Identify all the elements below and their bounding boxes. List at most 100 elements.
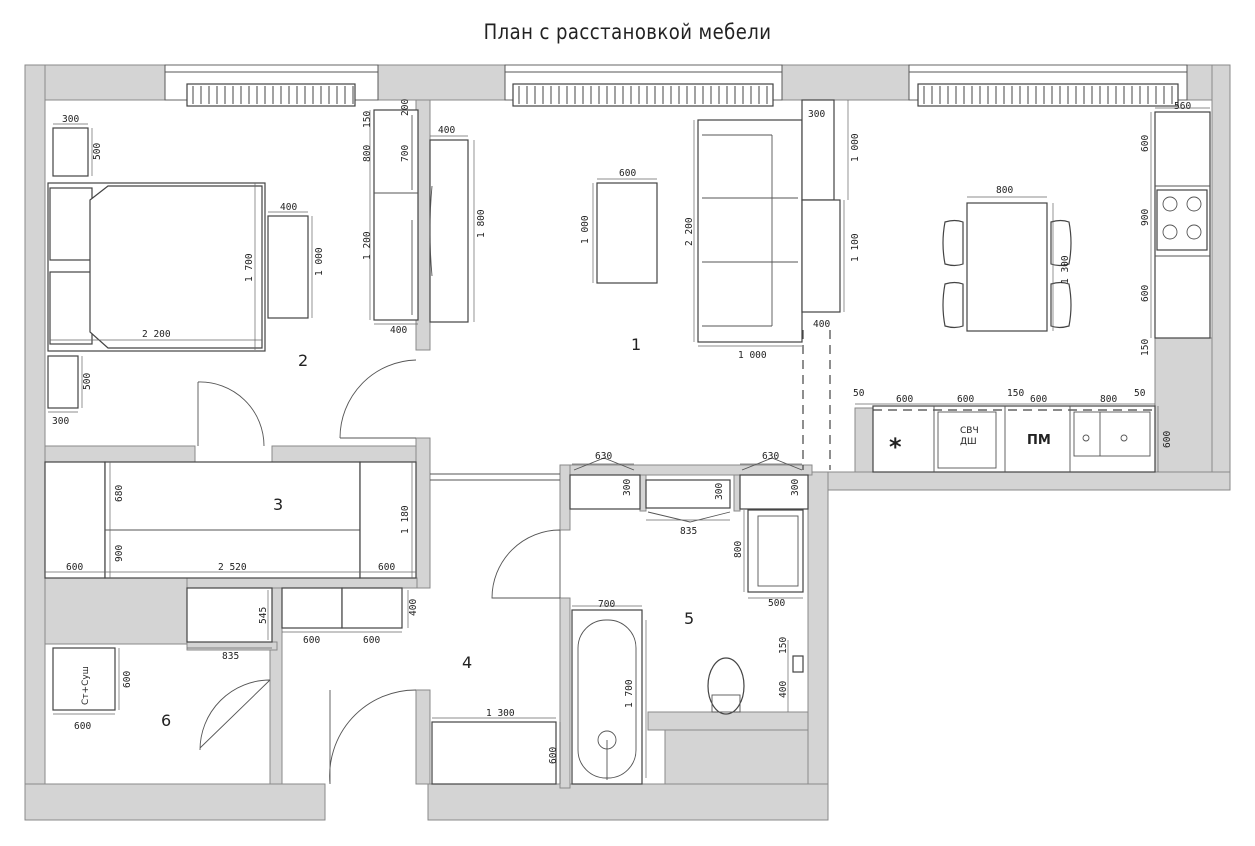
door-laundry[interactable] — [199, 679, 271, 751]
hall-furniture — [186, 587, 557, 785]
cooktop — [1156, 189, 1208, 251]
dim-label: 680 — [114, 485, 125, 502]
dim-label: 700 — [598, 599, 615, 610]
appliance-star: * — [889, 433, 902, 461]
dim-label: 300 — [808, 109, 825, 120]
dim-label: 1 700 — [244, 253, 255, 282]
kitchen-counter — [872, 405, 1156, 473]
dim-label: 300 — [622, 479, 633, 496]
doors[interactable] — [197, 359, 561, 785]
laundry-furniture — [52, 647, 116, 711]
wall-bath-top — [559, 464, 813, 476]
closet-middle — [104, 461, 361, 579]
wall-closet-bottom — [186, 577, 418, 589]
dim-label: 630 — [595, 451, 612, 462]
dim-label: 1 300 — [1060, 255, 1071, 284]
closet-left — [44, 461, 106, 579]
kitchen-furniture — [872, 111, 1211, 473]
door-bedroom-closet[interactable] — [197, 381, 265, 447]
wall-laundry-top — [44, 577, 188, 645]
door-bathroom[interactable] — [491, 529, 561, 599]
living-furniture — [429, 99, 841, 470]
hall-cabinet-b — [281, 587, 343, 629]
dim-label: 600 — [378, 562, 395, 573]
closet-furniture — [44, 461, 560, 579]
dim-label: 150 — [778, 637, 789, 654]
toilet — [707, 657, 745, 715]
dim-label: 600 — [66, 562, 83, 573]
coffee-table — [596, 182, 658, 284]
wall-bed-bottom-b — [271, 445, 429, 463]
room-number-1: 1 — [631, 335, 641, 354]
wall-kitchen-left — [854, 407, 874, 473]
wall-bath-box — [647, 711, 809, 731]
dim-label: 2 200 — [142, 329, 171, 340]
dim-label: 1 180 — [400, 505, 411, 534]
dim-label: 400 — [778, 681, 789, 698]
wall-bath-niche-a — [639, 474, 647, 512]
closet-right — [359, 461, 417, 579]
side-cabinet — [801, 199, 841, 313]
room-number-4: 4 — [462, 653, 472, 672]
dim-label: 800 — [996, 185, 1013, 196]
chair-right-top — [1050, 219, 1072, 267]
wall-bath-shaft — [664, 729, 809, 785]
bedroom-furniture — [47, 109, 419, 409]
dim-label: 50 — [853, 388, 865, 399]
dim-label: 500 — [92, 143, 103, 160]
dim-label: 600 — [303, 635, 320, 646]
dining-table — [966, 202, 1048, 332]
dim-label: 600 — [1030, 394, 1047, 405]
tv — [429, 185, 433, 277]
dim-label: 600 — [896, 394, 913, 405]
room-numbers: 1 2 3 4 5 6 — [161, 335, 694, 730]
niche-middle — [645, 479, 731, 509]
wall-bath-right — [807, 471, 829, 821]
dim-label: 800 — [362, 145, 373, 162]
wall-bottom-right — [427, 783, 829, 821]
chair-left-top — [942, 219, 964, 267]
wall-bed-bottom-a — [44, 445, 196, 463]
wall-hall-bottom — [415, 689, 431, 785]
chair-right-bottom — [1050, 281, 1072, 329]
dim-label: 1 100 — [850, 233, 861, 262]
dim-label: 400 — [813, 319, 830, 330]
door-bedroom[interactable] — [339, 359, 417, 439]
wall-bath-left — [559, 597, 571, 789]
wall-top-right — [781, 64, 910, 101]
bath-box — [792, 655, 804, 673]
walls — [24, 64, 1231, 821]
radiators — [186, 83, 1179, 107]
chair-left-bottom — [942, 281, 964, 329]
dim-label: 600 — [363, 635, 380, 646]
wall-bath-left-top — [559, 464, 571, 531]
dim-label: 600 — [1140, 285, 1151, 302]
wall-laundry-right — [269, 587, 283, 785]
dim-label: 835 — [680, 526, 697, 537]
dim-label: 300 — [790, 479, 801, 496]
appliance-pm: ПМ — [1027, 433, 1051, 448]
dim-label: 500 — [768, 598, 785, 609]
hall-bench — [431, 721, 557, 785]
dim-label: 2 200 — [684, 217, 695, 246]
radiator-bedroom — [186, 83, 356, 107]
dim-label: 835 — [222, 651, 239, 662]
nightstand-top — [52, 127, 89, 177]
niche-left — [569, 474, 641, 510]
dim-label: 50 — [1134, 388, 1146, 399]
wall-laundry-shelf — [186, 641, 278, 651]
wall-kitchen-bottom — [825, 471, 1231, 491]
hall-cabinet-a — [186, 587, 273, 643]
dim-label: 200 — [400, 99, 411, 116]
dim-label: 600 — [548, 747, 559, 764]
dim-label: 1 200 — [362, 231, 373, 260]
sink — [1073, 411, 1151, 457]
dim-label: 400 — [390, 325, 407, 336]
dimension-lines — [45, 100, 1210, 784]
dim-label: 1 700 — [624, 679, 635, 708]
dim-label: 150 — [1007, 388, 1024, 399]
door-entrance[interactable] — [329, 689, 417, 785]
dim-label: 1 000 — [580, 215, 591, 244]
plan-title: План с расстановкой мебели — [483, 20, 772, 44]
